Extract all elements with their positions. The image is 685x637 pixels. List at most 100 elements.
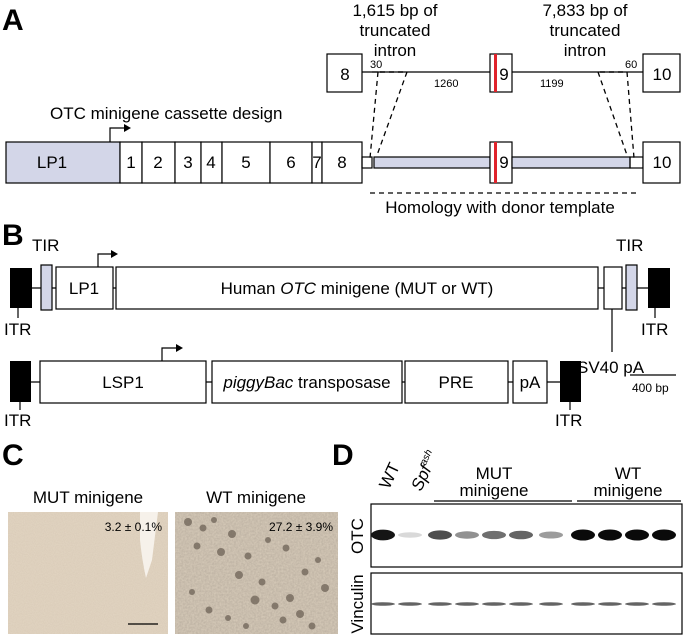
intron-short-left [361, 156, 373, 169]
sv40-block [603, 266, 623, 310]
lane-label-spf-base: Spf [407, 460, 436, 493]
blot-vinculin-bands [371, 602, 676, 606]
vinculin-band [598, 602, 622, 606]
otc-band [455, 531, 479, 539]
exon-8-label: 8 [337, 153, 346, 172]
scale-bar-label: 400 bp [632, 381, 669, 395]
otc-band [482, 530, 506, 540]
wt-micrograph-texture [175, 512, 338, 634]
right-intron-note-line2: truncated [550, 21, 621, 40]
group-mut-line2: minigene [460, 481, 529, 500]
exon-2 [141, 141, 176, 184]
tir-left-block [40, 264, 53, 311]
cassette-promoter-label: LP1 [37, 153, 67, 172]
lp1-promoter-arrow [97, 250, 118, 267]
zoom-region: 8 9 10 30 1260 1199 60 [326, 53, 681, 93]
projection-line-2 [375, 71, 408, 159]
lane-label-spf-sup: ash [418, 448, 435, 468]
blot-vinculin-label: Vinculin [348, 574, 367, 633]
otc-band [398, 532, 422, 538]
vinculin-band [652, 602, 676, 606]
tir-right-label: TIR [616, 236, 643, 255]
transposase-label: piggyBac transposase [222, 373, 390, 392]
homology-label: Homology with donor template [385, 198, 615, 217]
itr-right-block [648, 268, 670, 308]
panel-label-a: A [2, 4, 24, 37]
wt-value: 27.2 ± 3.9% [269, 520, 333, 534]
exon-9-label: 9 [499, 153, 508, 172]
exon-3 [174, 141, 202, 184]
zoom-number-30: 30 [370, 59, 382, 71]
vinculin-band [482, 602, 506, 606]
itr2-left-block [10, 361, 31, 402]
vinculin-band [539, 602, 563, 606]
cassette-promoter-arrow [109, 124, 131, 142]
otc-band [571, 529, 595, 541]
minigene-label-prefix: Human [221, 279, 281, 298]
vinculin-band [428, 602, 452, 606]
zoom-exon-8-label: 8 [340, 65, 349, 84]
wt-micrograph [175, 512, 338, 634]
zoom-exon-8 [326, 53, 363, 93]
exon-6-label: 6 [286, 153, 295, 172]
right-intron-note-line1: 7,833 bp of [542, 1, 627, 20]
itr-left-block [10, 268, 32, 308]
pre-label: PRE [439, 373, 474, 392]
mut-title: MUT minigene [33, 488, 143, 507]
left-intron-note-line1: 1,615 bp of [352, 1, 437, 20]
exon-3-label: 3 [183, 153, 192, 172]
mut-value: 3.2 ± 0.1% [105, 520, 163, 534]
cassette-title: OTC minigene cassette design [50, 104, 282, 123]
minigene-label-suffix: minigene (MUT or WT) [316, 279, 493, 298]
zoom-exon-9-label: 9 [499, 65, 508, 84]
right-intron-note: 7,833 bp of truncated intron [542, 1, 627, 60]
left-intron-note: 1,615 bp of truncated intron [352, 1, 437, 60]
lane-label-spf: Spfash [407, 448, 442, 494]
exon-5-label: 5 [241, 153, 250, 172]
zoom-number-60: 60 [625, 59, 637, 71]
exon-9-mutation-mark [494, 142, 497, 183]
pa-block [512, 360, 548, 404]
tir-right-block [625, 264, 638, 311]
otc-band [371, 529, 395, 541]
zoom-number-1260: 1260 [434, 78, 458, 90]
vinculin-band [371, 602, 395, 606]
vinculin-band [509, 602, 533, 606]
otc-band [428, 530, 452, 540]
lp1-block [55, 266, 114, 310]
right-intron-note-line3: intron [564, 41, 607, 60]
mut-micrograph [8, 512, 168, 634]
lsp1-label: LSP1 [102, 373, 144, 392]
cassette: LP1 1 2 3 4 5 6 7 8 9 10 [5, 141, 681, 184]
otc-band [539, 531, 563, 539]
zoom-number-1199: 1199 [540, 78, 564, 90]
intron-short-right [629, 156, 644, 169]
itr-left-label: ITR [4, 320, 31, 339]
vinculin-band [625, 602, 649, 606]
group-mut-line1: MUT [476, 464, 513, 483]
wt-title: WT minigene [206, 488, 306, 507]
transposase-label-italic: piggyBac [222, 373, 293, 392]
vinculin-band [455, 602, 479, 606]
transposase-label-rest: transposase [293, 373, 390, 392]
panel-label-c: C [2, 439, 24, 472]
minigene-label-gene: OTC [280, 279, 317, 298]
intron-homology-right [511, 156, 631, 169]
exon-10 [642, 141, 681, 184]
projection-lines [369, 71, 635, 159]
zoom-exon-10-label: 10 [653, 65, 672, 84]
otc-band [509, 530, 533, 540]
group-wt-line2: minigene [594, 481, 663, 500]
transposase-block [211, 360, 403, 404]
blot-otc-label: OTC [348, 518, 367, 554]
sv40-label: SV40 pA [577, 358, 645, 377]
lsp1-block [39, 360, 207, 404]
tir-left-label: TIR [32, 236, 59, 255]
otc-band [598, 529, 622, 541]
intron-homology-left [373, 156, 491, 169]
projection-line-4 [626, 71, 635, 159]
projection-line-1 [369, 71, 379, 159]
zoom-exon-9-mutation-mark [494, 54, 497, 92]
left-intron-note-line3: intron [374, 41, 417, 60]
pa-label: pA [520, 373, 541, 392]
